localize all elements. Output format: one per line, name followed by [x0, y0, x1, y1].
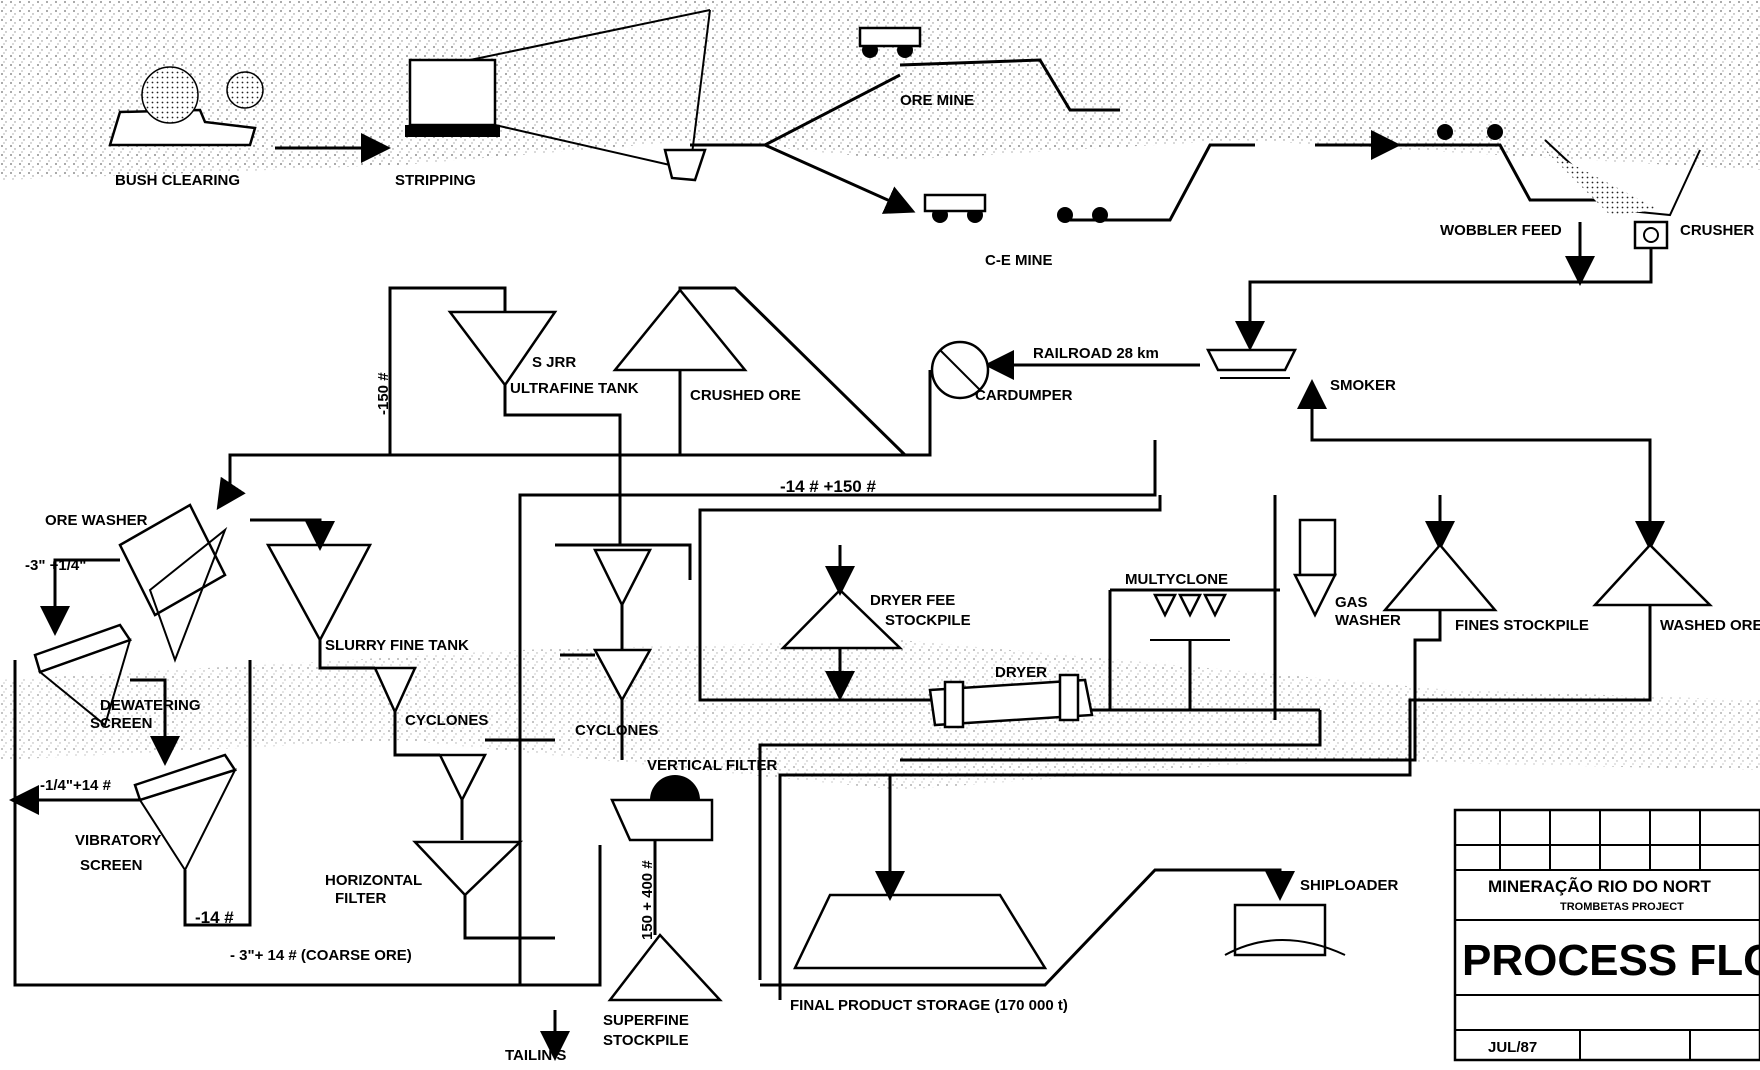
multyclone-icon [1150, 593, 1230, 641]
smoker-label: SMOKER [1330, 377, 1396, 394]
gas-washer-label-a: GAS [1335, 594, 1368, 611]
crushed-ore-stockpile [612, 288, 748, 372]
bush-clearing-machine [108, 108, 257, 147]
tailings-label: TAILIN S [505, 1047, 566, 1064]
final-product-storage [793, 893, 1048, 970]
size-14-left-label: -1/4"+14 # [40, 777, 112, 794]
slurry-ultrafine-label-a: S JRR [532, 354, 576, 371]
ore-mine-label: ORE MINE [900, 92, 974, 109]
minus14-label: -14 # [195, 908, 234, 927]
fines-section: SLURRY FINE TANK CYCLONES HORIZONTAL FIL… [250, 518, 555, 940]
crusher-label: CRUSHER [1680, 222, 1754, 239]
cyclone-icon [437, 753, 488, 803]
final-storage-label: FINAL PRODUCT STORAGE (170 000 t) [790, 997, 1068, 1014]
size-150-400-label: 150 + 400 # [639, 860, 656, 940]
company-name: MINERAÇÃO RIO DO NORT [1488, 876, 1712, 896]
terrain-band-top [0, 0, 1760, 790]
superfine-section: CYCLONES VERTICAL FILTER 150 + 400 # SUP… [505, 548, 777, 1064]
slurry-fine-tank [265, 543, 373, 643]
cyclone-icon [373, 666, 417, 716]
vibratory-label-b: SCREEN [80, 857, 143, 874]
size-3-14-label: -3" +1/4" [25, 557, 86, 574]
crushed-ore-label: CRUSHED ORE [690, 387, 801, 404]
cyclones-mid-label: CYCLONES [575, 722, 658, 739]
ultrafine-tank [447, 310, 558, 388]
dryer-feed-label-b: STOCKPILE [885, 612, 971, 629]
bush-icon [141, 66, 199, 124]
slurry-fine-tank-label: SLURRY FINE TANK [325, 637, 469, 654]
railcar [1205, 348, 1298, 372]
fines-stockpile [1382, 543, 1498, 612]
dewatering-label-a: DEWATERING [100, 697, 201, 714]
mining-section: BUSH CLEARING STRIPPING ORE MINE C-E MIN… [108, 9, 1600, 269]
bush-clearing-label: BUSH CLEARING [115, 172, 240, 189]
horizontal-filter-label-a: HORIZONTAL [325, 872, 422, 889]
cyclones-left-label: CYCLONES [405, 712, 488, 729]
cardumper-label: CARDUMPER [975, 387, 1073, 404]
drying-section: DRYER FEE STOCKPILE DRYER MULTYCLONE GAS… [758, 495, 1760, 1000]
stripping-dragline [405, 9, 711, 182]
feed-section: S JRR ULTRAFINE TANK CRUSHED ORE -150 # [375, 286, 907, 545]
washed-ore-label: WASHED ORE [1660, 617, 1760, 634]
mine-vehicles [858, 26, 1503, 223]
washed-ore-stockpile [1592, 543, 1714, 607]
gas-washer-label-b: WASHER [1335, 612, 1401, 629]
shiploader-icon [1233, 903, 1327, 957]
superfine-label-a: SUPERFINE [603, 1012, 689, 1029]
superfine-stockpile [607, 933, 723, 1002]
project-name: TROMBETAS PROJECT [1560, 901, 1684, 913]
multyclone-label: MULTYCLONE [1125, 571, 1228, 588]
shiploader-label: SHIPLOADER [1300, 877, 1399, 894]
horizontal-filter [412, 840, 524, 897]
vibratory-label-a: VIBRATORY [75, 832, 161, 849]
drawing-title: PROCESS FLOWS [1462, 936, 1760, 985]
wobbler-feed-label: WOBBLER FEED [1440, 222, 1562, 239]
superfine-label-b: STOCKPILE [603, 1032, 689, 1049]
dryer-feed-label-a: DRYER FEE [870, 592, 955, 609]
crushing-section: WOBBLER FEED CRUSHER [1235, 139, 1754, 351]
fines-stockpile-label: FINES STOCKPILE [1455, 617, 1589, 634]
slurry-ultrafine-label-b: ULTRAFINE TANK [510, 380, 639, 397]
drawing-date: JUL/87 [1488, 1039, 1537, 1056]
horizontal-filter-label-b: FILTER [335, 890, 387, 907]
dryer-label: DRYER [995, 664, 1047, 681]
title-block: MINERAÇÃO RIO DO NORT TROMBETAS PROJECT … [1453, 808, 1760, 1062]
cyclone-icon [592, 548, 653, 608]
ore-washer [118, 503, 227, 617]
gas-washer [1298, 518, 1337, 577]
vibratory-screen [133, 753, 237, 802]
washing-section: ORE WASHER -3" +1/4" DEWATERING SCREEN V… [8, 503, 602, 987]
ore-washer-label: ORE WASHER [45, 512, 148, 529]
minus150-label: -150 # [375, 372, 392, 415]
dewatering-screen [33, 623, 132, 674]
ore-mine-label-bottom: C-E MINE [985, 252, 1053, 269]
bush-icon [226, 71, 264, 109]
railroad-section: RAILROAD 28 km CARDUMPER [930, 340, 1298, 404]
crusher-icon [1633, 220, 1669, 250]
size-14-150-label: -14 # +150 # [780, 477, 876, 496]
coarse-ore-label: - 3"+ 14 # (COARSE ORE) [230, 947, 412, 964]
dewatering-label-b: SCREEN [90, 715, 153, 732]
storage-section: FINAL PRODUCT STORAGE (170 000 t) SHIPLO… [760, 775, 1399, 1014]
dryer-drum [928, 678, 1094, 727]
vertical-filter [610, 798, 714, 842]
stripping-label: STRIPPING [395, 172, 476, 189]
vertical-filter-label: VERTICAL FILTER [647, 757, 777, 774]
railroad-label: RAILROAD 28 km [1033, 345, 1159, 362]
